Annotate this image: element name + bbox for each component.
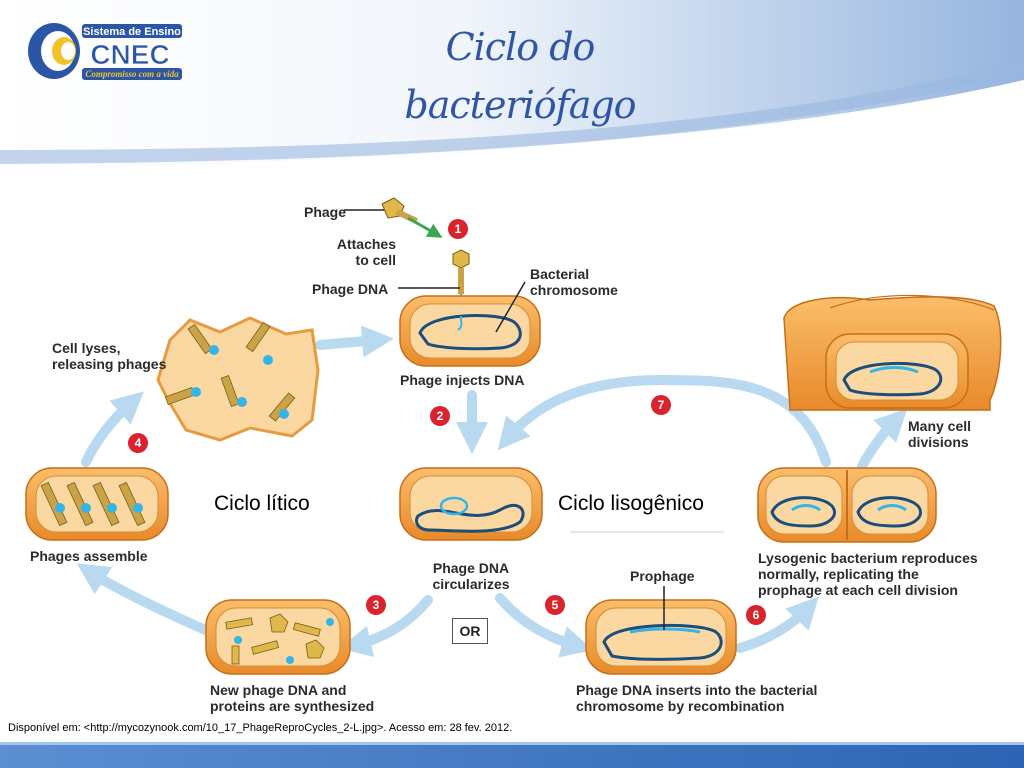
arrow-assemble-to-lyse <box>81 391 144 467</box>
cell-inject <box>399 295 541 367</box>
step-badge-2: 2 <box>430 406 450 426</box>
phage-cycle-diagram <box>25 197 1002 675</box>
arrow-lyse-to-inject <box>315 325 394 358</box>
label-lysogenic-cycle: Ciclo lisogênico <box>558 492 704 515</box>
arrow-synth-to-assemble <box>76 563 215 637</box>
label-phage-dna: Phage DNA <box>312 281 389 297</box>
label-synthesized: New phage DNA and proteins are synthesiz… <box>210 682 374 714</box>
source-citation: Disponível em: <http://mycozynook.com/10… <box>8 722 513 734</box>
label-synth-line-2: proteins are synthesized <box>210 698 375 714</box>
label-repro-line-3: prophage at each cell division <box>758 582 958 598</box>
label-attaches-line-1: Attaches <box>336 236 396 252</box>
or-box: OR <box>452 618 488 644</box>
title-line-2: bacteriófago <box>404 83 636 127</box>
label-lines <box>398 281 526 333</box>
cnec-logo: Sistema de Ensino CNEC Compromisso com a… <box>26 18 186 84</box>
label-attaches: Attaches to cell <box>318 236 396 268</box>
arrow-circ-to-synth <box>339 595 433 657</box>
label-lyses-line-2: releasing phages <box>52 356 167 372</box>
label-divisions-line-1: Many cell <box>908 418 972 434</box>
cell-synthesized <box>205 599 351 675</box>
label-synth-line-1: New phage DNA and <box>210 682 347 698</box>
label-prophage: Prophage <box>630 568 695 584</box>
label-divisions-line-2: divisions <box>908 434 969 450</box>
cell-lysed <box>156 316 320 442</box>
cell-colony <box>783 294 1002 411</box>
title-line-1: Ciclo do <box>445 25 596 69</box>
cnec-logo-mark: Sistema de Ensino CNEC Compromisso com a… <box>28 23 182 80</box>
label-lysogenic-reproduces: Lysogenic bacterium reproduces normally,… <box>758 550 978 598</box>
cell-prophage <box>585 586 737 675</box>
slide-title: Ciclo do bacteriófago <box>360 18 680 134</box>
logo-brand-text: CNEC <box>90 39 169 70</box>
label-many-divisions: Many cell divisions <box>908 418 971 450</box>
label-phages-assemble: Phages assemble <box>30 548 148 564</box>
label-circularizes: Phage DNA circularizes <box>418 560 524 592</box>
label-circ-line-1: Phage DNA <box>432 560 510 576</box>
label-repro-line-1: Lysogenic bacterium reproduces <box>758 550 978 566</box>
cell-dividing <box>757 467 937 543</box>
label-inserts-line-1: Phage DNA inserts into the bacterial <box>576 682 818 698</box>
label-attaches-line-2: to cell <box>355 252 396 268</box>
step-badge-5: 5 <box>545 595 565 615</box>
step-badge-6: 6 <box>746 605 766 625</box>
label-inserts-line-2: chromosome by recombination <box>576 698 785 714</box>
arrow-insert-to-repro <box>735 596 819 653</box>
label-bacterial-line-2: chromosome <box>530 282 618 298</box>
label-lyses-line-1: Cell lyses, <box>52 340 121 356</box>
label-bacterial-chromosome: Bacterial chromosome <box>530 266 618 298</box>
cell-circularizes <box>399 467 543 541</box>
label-circ-line-2: circularizes <box>432 576 510 592</box>
step-badge-7: 7 <box>651 395 671 415</box>
logo-tagline: Compromisso com a vida <box>85 69 179 79</box>
label-lytic-cycle: Ciclo lítico <box>214 492 310 515</box>
step-badge-1: 1 <box>448 219 468 239</box>
arrow-circ-to-insert <box>495 593 594 658</box>
attached-phage <box>452 249 470 315</box>
arrow-repro-to-divisions <box>857 408 908 471</box>
step-badge-3: 3 <box>366 595 386 615</box>
label-cell-lyses: Cell lyses, releasing phages <box>52 340 166 372</box>
label-inserts: Phage DNA inserts into the bacterial chr… <box>576 682 817 714</box>
label-phage-injects: Phage injects DNA <box>400 372 525 388</box>
arrow-repro-to-circ <box>497 374 831 467</box>
step-badge-4: 4 <box>128 433 148 453</box>
label-phage: Phage <box>304 204 347 220</box>
label-bacterial-line-1: Bacterial <box>530 266 590 282</box>
cell-assemble <box>25 467 169 541</box>
logo-top-text: Sistema de Ensino <box>83 26 181 38</box>
phage-particle <box>344 197 443 238</box>
label-repro-line-2: normally, replicating the <box>758 566 919 582</box>
